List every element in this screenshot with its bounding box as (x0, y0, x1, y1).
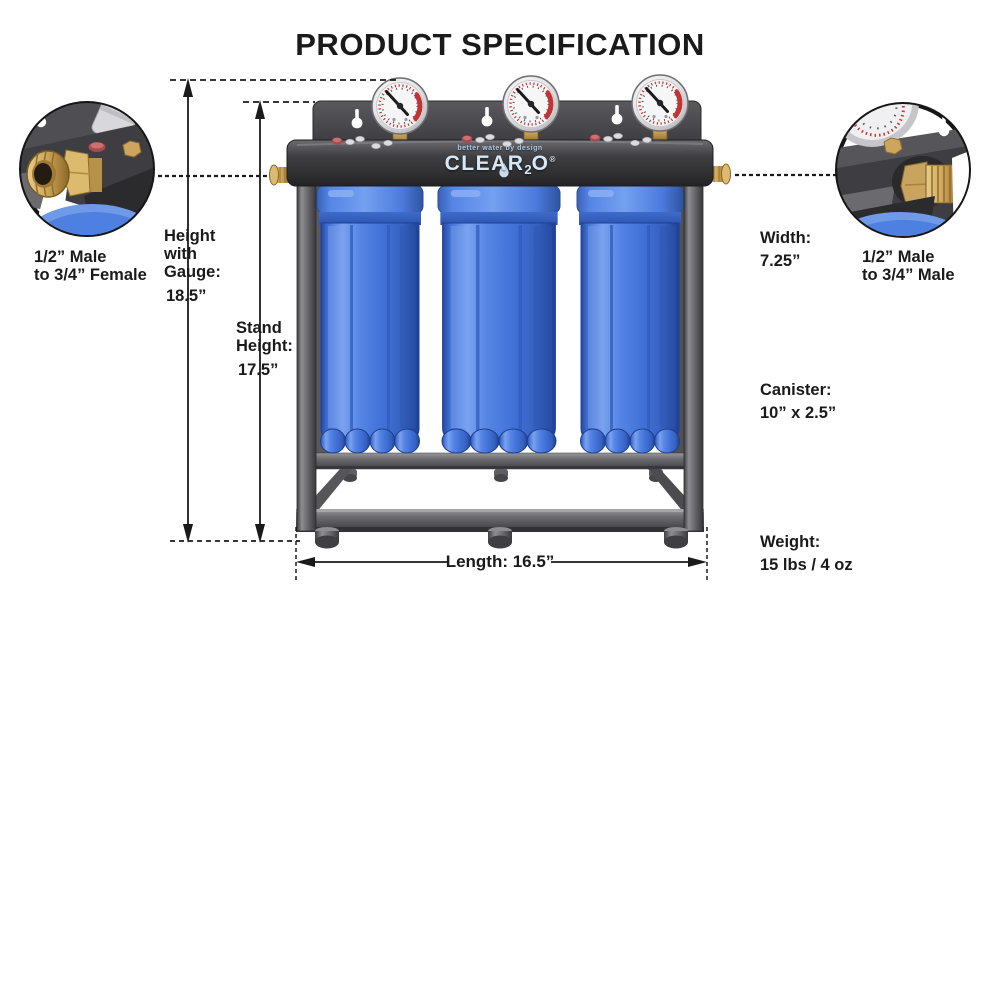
product-illustration (269, 75, 731, 549)
height-with-gauge-label: Height with Gauge: (164, 227, 221, 281)
brand-tagline: better water by design (457, 145, 543, 152)
pressure-gauge-3 (632, 75, 688, 131)
canister-2 (437, 179, 561, 454)
width-value: 7.25” (760, 252, 801, 270)
brass-nut-zoom (883, 137, 903, 155)
page-title: PRODUCT SPECIFICATION (295, 27, 705, 62)
pressure-gauge-2 (503, 76, 559, 132)
weight-label: Weight: (760, 533, 821, 551)
registered-mark: ® (549, 155, 556, 164)
dimension-annotations (158, 78, 837, 581)
stand-height-label: Stand Height: (236, 319, 293, 355)
left-fitting-label: 1/2” Male to 3/4” Female (34, 248, 147, 284)
canister-3 (576, 179, 684, 454)
female-fitting-zoom (26, 149, 102, 198)
length-label: Length: 16.5” (445, 552, 555, 571)
canister-value: 10” x 2.5” (760, 404, 837, 422)
logo-droplet-icon (499, 163, 509, 178)
brass-nut-zoom (122, 140, 142, 158)
stand-feet (315, 527, 688, 549)
dim-stand-height-line (255, 100, 265, 543)
height-with-gauge-value: 18.5” (166, 287, 207, 305)
stand-height-value: 17.5” (238, 361, 279, 379)
width-label: Width: (760, 229, 812, 247)
dim-length-line (296, 557, 707, 567)
pressure-gauge-1 (372, 78, 428, 134)
brand-logo: better water by design CLEAR2O® (400, 145, 600, 179)
dim-height-with-gauge-line (183, 78, 193, 543)
right-fitting-label: 1/2” Male to 3/4” Male (862, 248, 955, 284)
weight-value: 15 lbs / 4 oz (760, 556, 853, 574)
stand-frame-front (296, 177, 704, 549)
relief-buttons (331, 132, 652, 150)
canister-label: Canister: (760, 381, 832, 399)
brand-name: CLEAR2O® (444, 152, 556, 178)
canister-1 (316, 179, 424, 454)
